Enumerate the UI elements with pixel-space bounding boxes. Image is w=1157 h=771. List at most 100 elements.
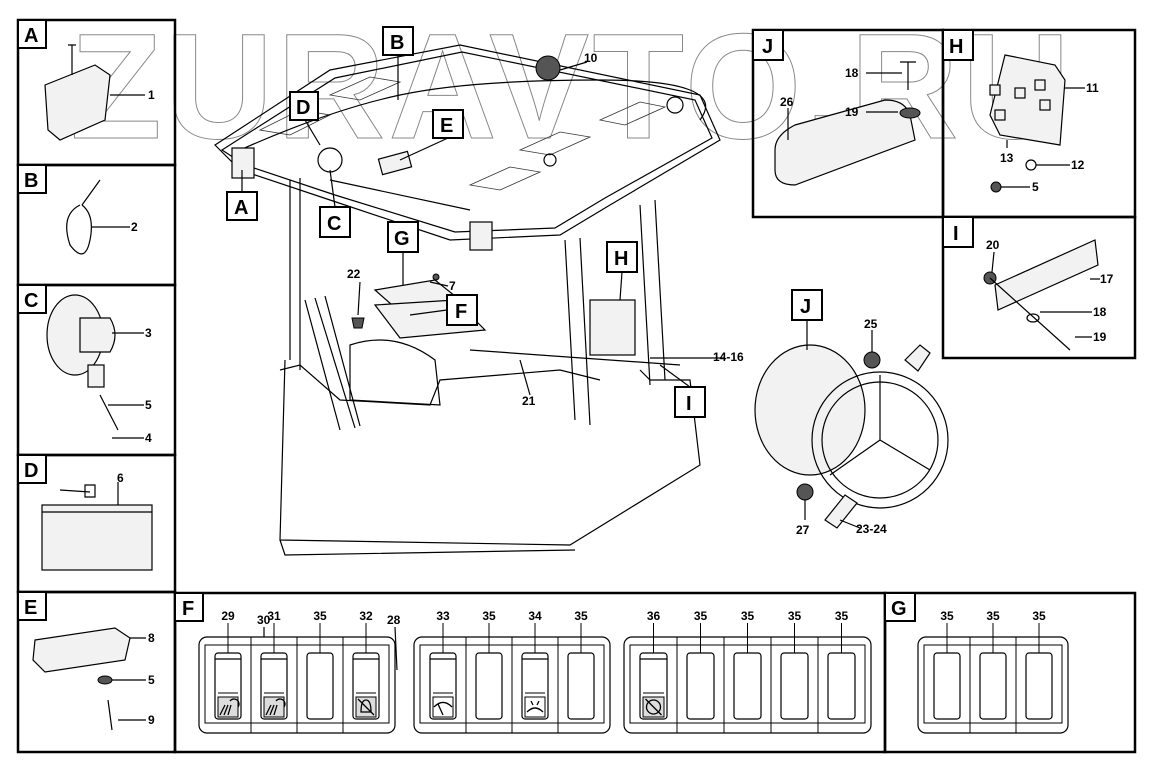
switch-part-number: 29 xyxy=(221,609,235,623)
rocker-switch[interactable] xyxy=(979,652,1007,720)
rocker-switch[interactable] xyxy=(521,652,549,720)
rocker-switch[interactable] xyxy=(306,652,334,720)
rocker-switch[interactable] xyxy=(780,652,809,720)
callout-label: F xyxy=(455,301,467,323)
part-number: 26 xyxy=(780,95,794,109)
rocker-switch[interactable] xyxy=(214,652,242,720)
switch-part-number: 35 xyxy=(1032,609,1046,623)
rocker-switch[interactable] xyxy=(1025,652,1053,720)
part-number: 27 xyxy=(796,523,810,537)
panel-b: B 2 xyxy=(16,163,177,287)
part-number: 11 xyxy=(1086,81,1099,95)
leader-lines xyxy=(241,55,873,529)
callout-a[interactable]: A xyxy=(226,191,258,221)
callout-label: D xyxy=(296,97,310,119)
part-number: 23-24 xyxy=(856,522,887,536)
rocker-switch[interactable] xyxy=(567,652,595,720)
switch-rocker xyxy=(306,652,334,720)
panel-letter: J xyxy=(762,36,773,58)
switch-part-number: 35 xyxy=(986,609,1000,623)
callout-d[interactable]: D xyxy=(289,91,319,121)
callout-e[interactable]: E xyxy=(432,109,464,139)
switch-rocker xyxy=(567,652,595,720)
panel-a: A 1 xyxy=(16,18,177,167)
switch-part-number: 35 xyxy=(313,609,327,623)
cab-illustration xyxy=(214,44,949,556)
part-number: 17 xyxy=(1100,272,1114,286)
rocker-switch[interactable] xyxy=(639,652,668,720)
panel-letter: E xyxy=(24,597,37,619)
part-number: 30 xyxy=(257,613,271,627)
part-number: 14-16 xyxy=(713,350,744,364)
callout-label: J xyxy=(800,296,811,318)
part-number: 3 xyxy=(145,326,152,340)
panel-letter: D xyxy=(24,460,38,482)
switch-rocker xyxy=(475,652,503,720)
rocker-switch[interactable] xyxy=(260,652,288,720)
panel-letter: C xyxy=(24,290,38,312)
panel-g: G 35 35 35 xyxy=(883,591,1137,754)
part-number: 28 xyxy=(387,613,401,627)
callout-h[interactable]: H xyxy=(606,241,638,273)
callout-label: I xyxy=(686,393,692,415)
callout-j[interactable]: J xyxy=(791,289,823,321)
callout-label: C xyxy=(327,213,341,235)
part-number: 12 xyxy=(1071,158,1085,172)
switch-part-number: 36 xyxy=(647,609,661,623)
rocker-switch[interactable] xyxy=(475,652,503,720)
switch-part-number: 35 xyxy=(741,609,755,623)
callout-label: B xyxy=(390,32,404,54)
callout-g[interactable]: G xyxy=(387,221,419,253)
rocker-switch[interactable] xyxy=(686,652,715,720)
part-number: 19 xyxy=(845,105,859,119)
work-light-rear-icon xyxy=(263,696,286,718)
part-number: 5 xyxy=(148,673,155,687)
rocker-switch[interactable] xyxy=(352,652,380,720)
callout-label: A xyxy=(234,197,248,219)
part-number: 18 xyxy=(845,66,859,80)
switch-rocker xyxy=(1025,652,1053,720)
panel-letter: B xyxy=(24,170,38,192)
panel-letter: G xyxy=(891,598,907,620)
switch-rocker xyxy=(933,652,961,720)
panel-letter: I xyxy=(953,223,959,245)
part-number: 5 xyxy=(1032,180,1039,194)
part-number: 10 xyxy=(584,51,598,65)
part-number: 25 xyxy=(864,317,878,331)
wiper-front-icon xyxy=(432,696,454,718)
rocker-switch[interactable] xyxy=(933,652,961,720)
panel-e: E 8 5 9 xyxy=(16,590,177,754)
part-number: 22 xyxy=(347,267,361,281)
panel-c: C 3 5 4 xyxy=(16,283,177,457)
switch-rocker xyxy=(979,652,1007,720)
part-number: 5 xyxy=(145,398,152,412)
watermark: ZURAVTO.RU xyxy=(70,2,1070,170)
panel-letter: F xyxy=(182,598,194,620)
callout-f[interactable]: F xyxy=(446,294,478,326)
switch-part-number: 33 xyxy=(436,609,450,623)
switch-part-number: 35 xyxy=(694,609,708,623)
switch-part-number: 35 xyxy=(788,609,802,623)
alarm-off-icon xyxy=(355,696,377,718)
rocker-switch[interactable] xyxy=(733,652,762,720)
callout-label: H xyxy=(614,248,628,270)
switch-rocker xyxy=(780,652,809,720)
switch-part-number: 35 xyxy=(940,609,954,623)
switch-part-number: 31 xyxy=(267,609,281,623)
rocker-switch[interactable] xyxy=(827,652,856,720)
part-number: 6 xyxy=(117,471,124,485)
panel-letter: H xyxy=(949,36,963,58)
rocker-switch[interactable] xyxy=(429,652,457,720)
washer-icon xyxy=(524,696,546,718)
switch-part-number: 35 xyxy=(482,609,496,623)
callout-b[interactable]: B xyxy=(382,26,414,56)
part-number: 13 xyxy=(1000,151,1014,165)
callout-i[interactable]: I xyxy=(674,386,706,418)
switch-part-number: 35 xyxy=(835,609,849,623)
part-number: 20 xyxy=(986,238,1000,252)
callout-c[interactable]: C xyxy=(319,206,351,238)
panel-letter: A xyxy=(24,25,38,47)
switch-part-number: 32 xyxy=(359,609,373,623)
